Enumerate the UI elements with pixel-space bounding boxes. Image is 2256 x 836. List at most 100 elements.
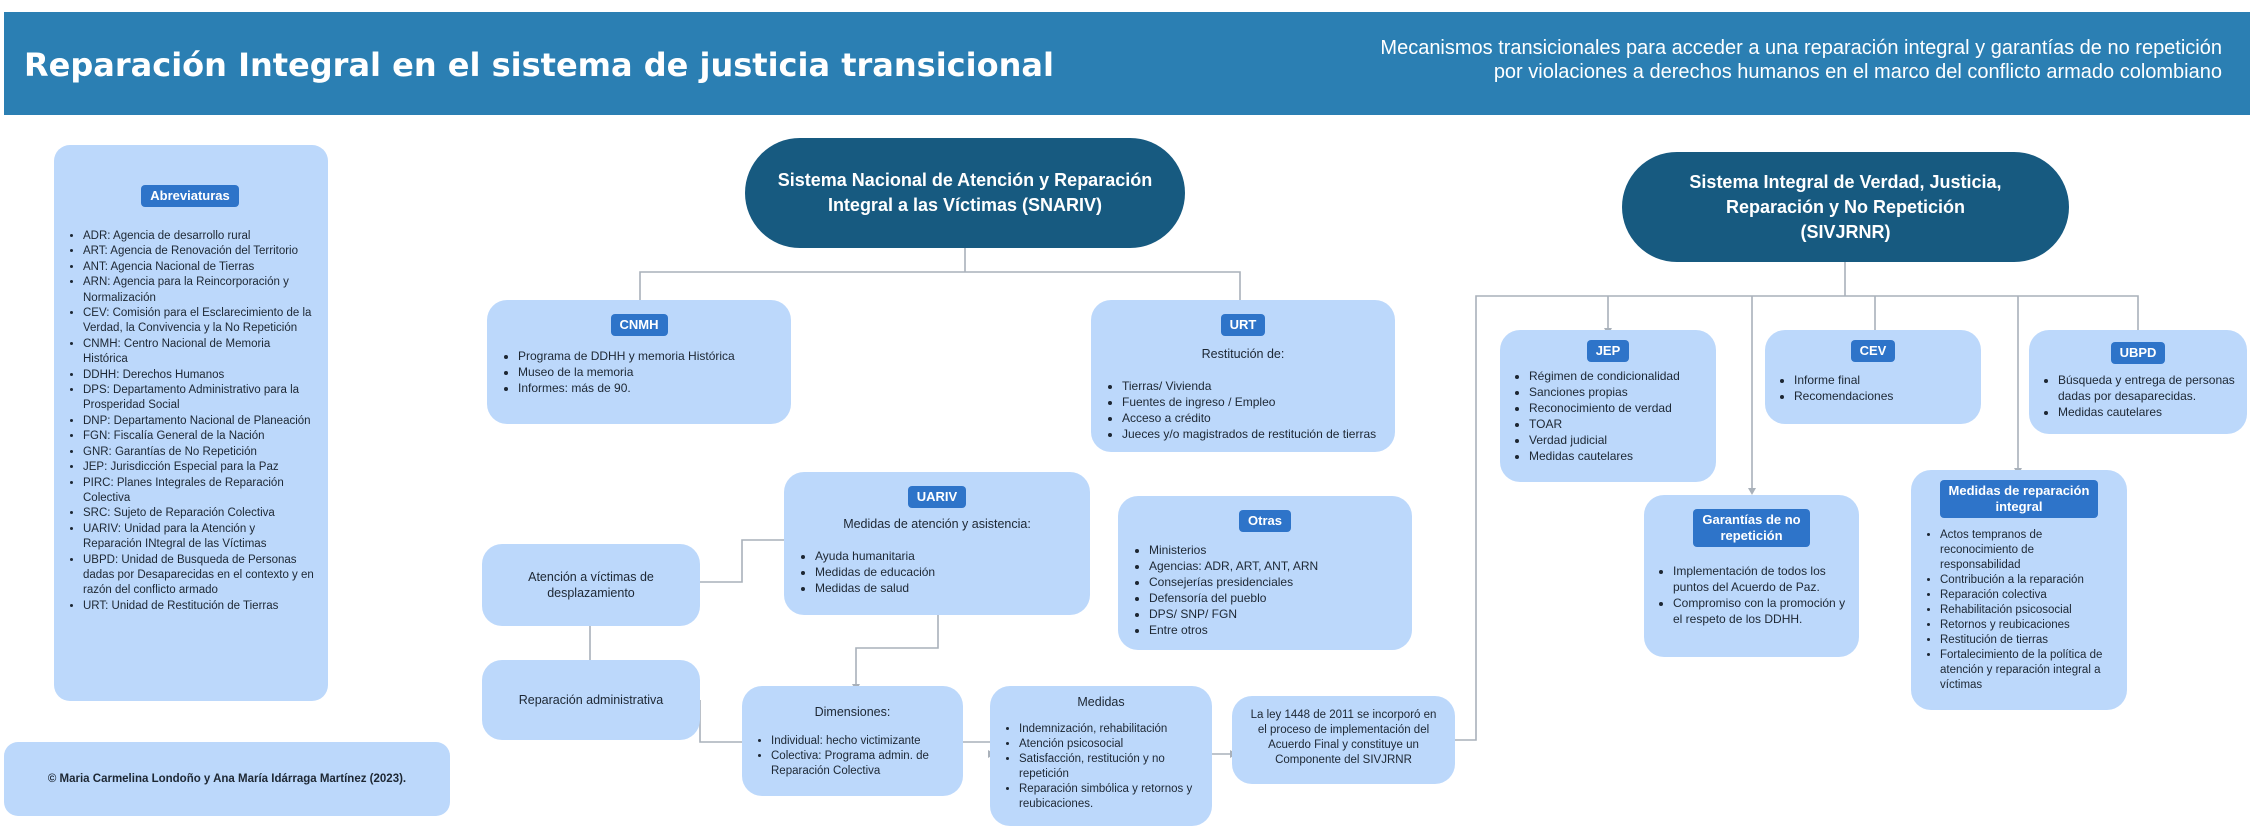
ley-text: La ley 1448 de 2011 se incorporó en el p… xyxy=(1250,709,1437,766)
abbreviations-title: Abreviaturas xyxy=(141,185,239,207)
garantias-list: Implementación de todos los puntos del A… xyxy=(1656,563,1847,627)
ley-box: La ley 1448 de 2011 se incorporó en el p… xyxy=(1232,696,1455,784)
otras-tag: Otras xyxy=(1239,510,1291,532)
medidas-rep-item: Rehabilitación psicosocial xyxy=(1940,603,2115,618)
medidas-rep-item: Actos tempranos de reconocimiento de res… xyxy=(1940,528,2115,573)
abbreviation-item: ANT: Agencia Nacional de Tierras xyxy=(83,260,314,275)
connector-to-ubpd xyxy=(1845,295,2139,330)
cev-item: Informe final xyxy=(1794,372,1969,388)
medidas-box: Medidas Indemnización, rehabilitaciónAte… xyxy=(990,686,1212,826)
arrowhead-garantias xyxy=(1748,488,1756,495)
jep-item: Sanciones propias xyxy=(1529,384,1704,400)
abbreviation-item: DDHH: Derechos Humanos xyxy=(83,368,314,383)
medidas-rep-item: Fortalecimiento de la política de atenci… xyxy=(1940,648,2115,693)
connector-reparacion-dimensiones xyxy=(699,700,742,743)
otras-box: Otras MinisteriosAgencias: ADR, ART, ANT… xyxy=(1118,496,1412,650)
abbreviation-item: ADR: Agencia de desarrollo rural xyxy=(83,229,314,244)
abbreviation-item: URT: Unidad de Restitución de Tierras xyxy=(83,599,314,614)
otras-item: Consejerías presidenciales xyxy=(1149,574,1398,590)
dimensiones-item: Individual: hecho victimizante xyxy=(771,734,951,749)
dimensiones-box: Dimensiones: Individual: hecho victimiza… xyxy=(742,686,963,796)
abbreviations-panel: Abreviaturas ADR: Agencia de desarrollo … xyxy=(54,145,328,701)
abbreviation-item: DPS: Departamento Administrativo para la… xyxy=(83,383,314,414)
uariv-item: Medidas de educación xyxy=(815,564,1076,580)
cnmh-item: Programa de DDHH y memoria Histórica xyxy=(518,348,777,364)
medidas-rep-item: Retornos y reubicaciones xyxy=(1940,618,2115,633)
abbreviation-item: JEP: Jurisdicción Especial para la Paz xyxy=(83,460,314,475)
abbreviations-list: ADR: Agencia de desarrollo ruralART: Age… xyxy=(66,229,314,614)
uariv-list: Ayuda humanitariaMedidas de educaciónMed… xyxy=(798,548,1076,596)
snariv-node: Sistema Nacional de Atención y Reparació… xyxy=(745,138,1185,248)
ubpd-item: Medidas cautelares xyxy=(2058,404,2235,420)
garantias-tag-line-1: Garantías de no xyxy=(1702,512,1801,527)
urt-box: URT Restitución de: Tierras/ ViviendaFue… xyxy=(1091,300,1395,452)
atencion-box: Atención a víctimas de desplazamiento xyxy=(482,544,700,626)
otras-list: MinisteriosAgencias: ADR, ART, ANT, ARNC… xyxy=(1132,542,1398,638)
dimensiones-list: Individual: hecho victimizanteColectiva:… xyxy=(754,734,951,779)
urt-item: Jueces y/o magistrados de restitución de… xyxy=(1122,426,1381,442)
medidas-item: Atención psicosocial xyxy=(1019,737,1200,752)
atencion-line-2: desplazamiento xyxy=(547,586,635,600)
jep-item: Medidas cautelares xyxy=(1529,448,1704,464)
otras-item: Agencias: ADR, ART, ANT, ARN xyxy=(1149,558,1398,574)
subtitle-line-2: por violaciones a derechos humanos en el… xyxy=(1493,61,2222,83)
otras-item: Ministerios xyxy=(1149,542,1398,558)
jep-list: Régimen de condicionalidadSanciones prop… xyxy=(1512,368,1704,464)
credit-box: © Maria Carmelina Londoño y Ana María Id… xyxy=(4,742,450,816)
urt-list: Tierras/ ViviendaFuentes de ingreso / Em… xyxy=(1105,378,1381,442)
garantias-tag-line-2: repetición xyxy=(1720,528,1783,543)
connector-snariv-branch xyxy=(639,271,1241,300)
medidas-rep-item: Contribución a la reparación xyxy=(1940,573,2115,588)
abbreviation-item: UBPD: Unidad de Busqueda de Personas dad… xyxy=(83,553,314,599)
cnmh-box: CNMH Programa de DDHH y memoria Históric… xyxy=(487,300,791,424)
connector-uariv-dimensiones xyxy=(855,615,939,686)
ubpd-box: UBPD Búsqueda y entrega de personas dada… xyxy=(2029,330,2247,434)
sivjrnr-line-3: (SIVJRNR) xyxy=(1800,221,1891,242)
uariv-item: Medidas de salud xyxy=(815,580,1076,596)
jep-box: JEP Régimen de condicionalidadSanciones … xyxy=(1500,330,1716,482)
medidas-rep-tag-line-2: integral xyxy=(1995,499,2043,514)
subtitle-line-1: Mecanismos transicionales para acceder a… xyxy=(1380,37,2222,59)
cev-box: CEV Informe finalRecomendaciones xyxy=(1765,330,1981,424)
garantias-item: Implementación de todos los puntos del A… xyxy=(1673,563,1847,595)
uariv-tag: UARIV xyxy=(907,486,967,508)
medidas-item: Reparación simbólica y retornos y reubic… xyxy=(1019,782,1200,812)
abbreviation-item: ART: Agencia de Renovación del Territori… xyxy=(83,244,314,259)
connector-ley-sivjrnr xyxy=(1455,295,1845,741)
jep-item: Régimen de condicionalidad xyxy=(1529,368,1704,384)
garantias-tag: Garantías de no repetición xyxy=(1693,509,1810,547)
sivjrnr-line-1: Sistema Integral de Verdad, Justicia, xyxy=(1689,171,2002,192)
credit-text: © Maria Carmelina Londoño y Ana María Id… xyxy=(47,773,407,785)
urt-tag: URT xyxy=(1220,314,1266,336)
urt-item: Tierras/ Vivienda xyxy=(1122,378,1381,394)
cnmh-item: Museo de la memoria xyxy=(518,364,777,380)
ubpd-list: Búsqueda y entrega de personas dadas por… xyxy=(2041,372,2235,420)
abbreviation-item: DNP: Departamento Nacional de Planeación xyxy=(83,414,314,429)
cnmh-item: Informes: más de 90. xyxy=(518,380,777,396)
ubpd-item: Búsqueda y entrega de personas dadas por… xyxy=(2058,372,2235,404)
jep-tag: JEP xyxy=(1586,340,1630,362)
abbreviation-item: UARIV: Unidad para la Atención y Reparac… xyxy=(83,522,314,553)
medidas-item: Satisfacción, restitución y no repetició… xyxy=(1019,752,1200,782)
reparacion-admin-box: Reparación administrativa xyxy=(482,660,700,740)
urt-intro: Restitución de: xyxy=(1201,347,1285,361)
sivjrnr-line-2: Reparación y No Repetición xyxy=(1725,196,1966,217)
abbreviation-item: CEV: Comisión para el Esclarecimiento de… xyxy=(83,306,314,337)
garantias-box: Garantías de no repetición Implementació… xyxy=(1644,495,1859,657)
jep-item: TOAR xyxy=(1529,416,1704,432)
cev-list: Informe finalRecomendaciones xyxy=(1777,372,1969,404)
otras-item: Defensoría del pueblo xyxy=(1149,590,1398,606)
header-banner: Reparación Integral en el sistema de jus… xyxy=(4,12,2250,115)
medidas-rep-tag: Medidas de reparación integral xyxy=(1939,480,2099,518)
medidas-item: Indemnización, rehabilitación xyxy=(1019,722,1200,737)
abbreviation-item: CNMH: Centro Nacional de Memoria Históri… xyxy=(83,337,314,368)
urt-item: Acceso a crédito xyxy=(1122,410,1381,426)
medidas-rep-item: Reparación colectiva xyxy=(1940,588,2115,603)
otras-item: Entre otros xyxy=(1149,622,1398,638)
jep-item: Verdad judicial xyxy=(1529,432,1704,448)
medidas-rep-list: Actos tempranos de reconocimiento de res… xyxy=(1923,528,2115,693)
uariv-box: UARIV Medidas de atención y asistencia: … xyxy=(784,472,1090,615)
abbreviation-item: PIRC: Planes Integrales de Reparación Co… xyxy=(83,476,314,507)
urt-item: Fuentes de ingreso / Empleo xyxy=(1122,394,1381,410)
